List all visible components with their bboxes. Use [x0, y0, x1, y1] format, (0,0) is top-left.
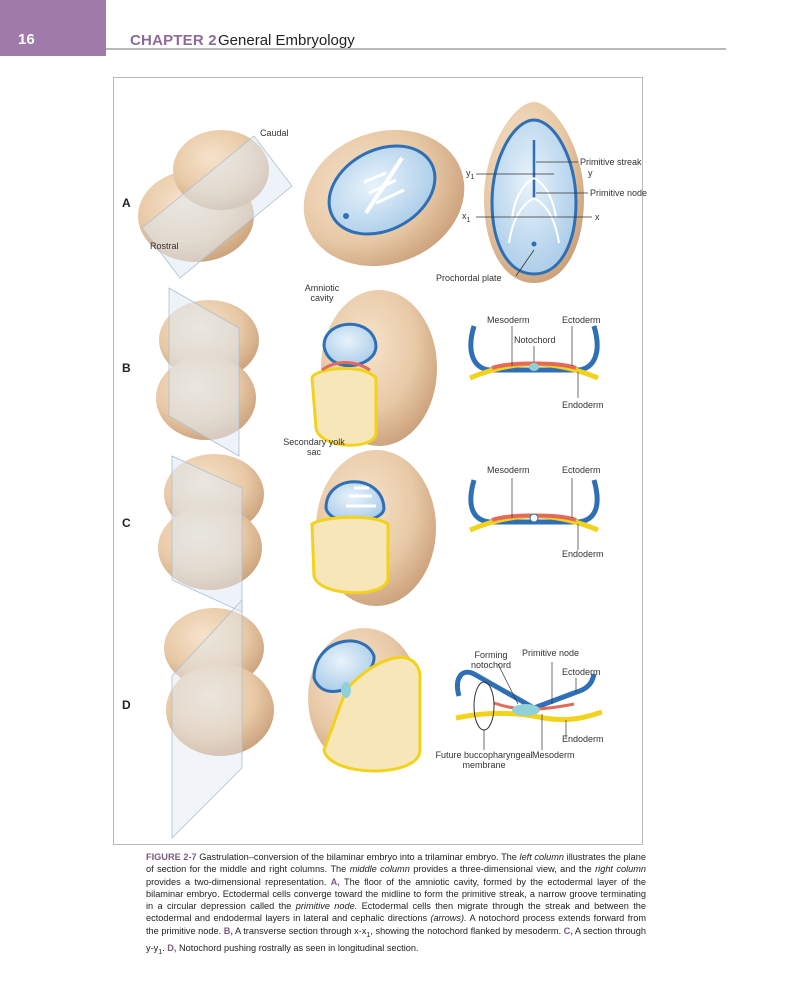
row-c-left-embryo	[158, 454, 264, 613]
label-notochord-b: Notochord	[514, 335, 556, 345]
page-number: 16	[18, 31, 35, 48]
label-primitive-node-a: Primitive node	[590, 188, 648, 198]
figure-illustration	[138, 102, 603, 839]
label-endoderm-d: Endoderm	[562, 734, 604, 744]
label-forming-notochord: Forming notochord	[470, 650, 512, 670]
chapter-label: CHAPTER 2	[130, 32, 217, 49]
row-label-d: D	[122, 698, 131, 712]
label-amniotic-cavity: Amniotic cavity	[304, 283, 340, 303]
row-b-right-section	[468, 325, 600, 398]
row-label-c: C	[122, 516, 131, 530]
label-primitive-node-d: Primitive node	[522, 648, 580, 658]
label-ectoderm-c: Ectoderm	[562, 465, 601, 475]
label-x: x	[595, 212, 600, 222]
row-b-middle-embryo	[310, 290, 437, 447]
row-b-left-embryo	[156, 287, 259, 457]
figure-caption: FIGURE 2-7 Gastrulation–conversion of th…	[146, 852, 647, 956]
label-y: y	[588, 168, 593, 178]
label-x1: x1	[462, 211, 471, 224]
figure-frame: A B C D Caudal Rostral Primitive streak …	[113, 77, 647, 845]
page-number-tab: 16	[0, 0, 106, 56]
row-d-left-embryo	[164, 598, 274, 839]
label-mesoderm-b: Mesoderm	[487, 315, 530, 325]
row-label-b: B	[122, 361, 131, 375]
chapter-title: General Embryology	[218, 32, 355, 49]
row-a-middle-embryo	[303, 129, 465, 267]
label-future-buccopharyngeal-membrane: Future buccopharyngeal membrane	[435, 750, 533, 770]
label-primitive-streak: Primitive streak	[580, 157, 642, 167]
label-rostral: Rostral	[150, 241, 179, 251]
row-d-middle-embryo	[308, 628, 422, 773]
header-rule	[106, 48, 726, 50]
figure-number: FIGURE 2-7	[146, 852, 197, 862]
label-y1: y1	[466, 168, 475, 181]
row-d-right-section	[455, 662, 603, 750]
label-secondary-yolk-sac: Secondary yolk sac	[283, 437, 345, 457]
label-caudal: Caudal	[260, 128, 289, 138]
row-c-middle-embryo	[310, 450, 436, 606]
label-mesoderm-c: Mesoderm	[487, 465, 530, 475]
row-a-right-embryo-dorsal-view	[476, 102, 592, 283]
row-label-a: A	[122, 196, 131, 210]
label-mesoderm-d: Mesoderm	[532, 750, 575, 760]
label-endoderm-b: Endoderm	[562, 400, 604, 410]
row-c-right-section	[468, 478, 600, 550]
label-ectoderm-d: Ectoderm	[562, 667, 601, 677]
label-endoderm-c: Endoderm	[562, 549, 604, 559]
label-prochordal-plate: Prochordal plate	[436, 273, 502, 283]
label-ectoderm-b: Ectoderm	[562, 315, 601, 325]
row-a-left-embryo	[138, 130, 293, 279]
